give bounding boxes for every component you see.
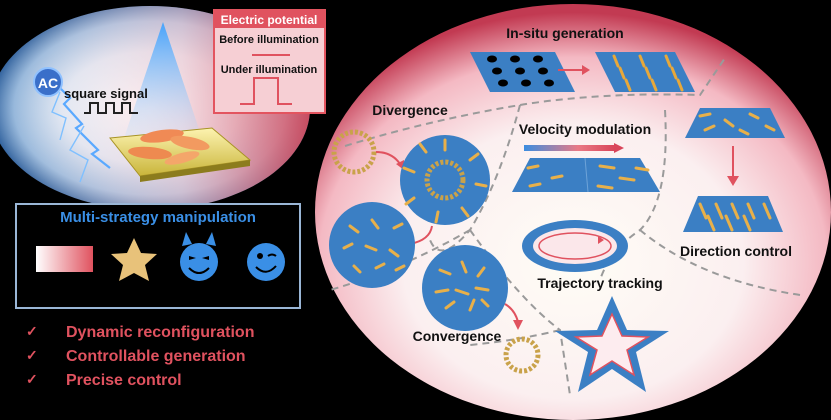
checklist-item: Precise control <box>66 372 182 389</box>
devil-face-icon <box>180 232 218 281</box>
arrow-icon <box>614 143 624 153</box>
strategy-title: Multi-strategy manipulation <box>60 209 256 226</box>
velocity-rods <box>526 164 650 190</box>
converging-rods <box>434 260 490 312</box>
wink-face-icon <box>247 243 285 281</box>
checklist: ✓ Dynamic reconfiguration ✓ Controllable… <box>26 323 254 389</box>
checklist-item: Controllable generation <box>66 348 246 365</box>
signal-label: square signal <box>64 86 148 101</box>
pulse-line-icon <box>240 77 292 105</box>
gradient-bar-icon <box>36 246 93 272</box>
arrow-icon <box>513 320 523 330</box>
rod-ring <box>503 336 541 374</box>
in-situ-panel: In-situ generation <box>470 25 695 92</box>
arrow-icon <box>598 236 604 244</box>
star-track-icon <box>573 312 651 377</box>
divergence-panel: Divergence <box>329 102 490 288</box>
legend-under: Under illumination <box>221 64 318 76</box>
check-icon: ✓ <box>26 347 38 363</box>
velocity-panel: Velocity modulation <box>512 121 660 193</box>
checklist-item: Dynamic reconfiguration <box>66 324 254 341</box>
label-divergence: Divergence <box>372 102 448 118</box>
label-trajectory: Trajectory tracking <box>537 275 662 291</box>
star-icon <box>111 238 157 281</box>
label-velocity: Velocity modulation <box>519 121 651 137</box>
check-icon: ✓ <box>26 323 38 339</box>
arrow-icon <box>582 65 590 75</box>
trajectory-panel: Trajectory tracking <box>522 220 669 392</box>
scattered-rods <box>342 218 406 274</box>
potential-legend: Electric potential Before illumination U… <box>213 9 326 114</box>
lightning-icon <box>53 81 111 169</box>
diverging-rods <box>402 138 488 224</box>
ac-source-icon <box>33 67 63 97</box>
strategy-box: Multi-strategy manipulation <box>15 203 301 309</box>
legend-title: Electric potential <box>221 13 318 27</box>
rod-ring <box>331 129 377 175</box>
light-beam <box>120 22 206 150</box>
square-wave-icon <box>84 102 138 114</box>
convergence-panel: Convergence <box>413 245 541 374</box>
check-icon: ✓ <box>26 371 38 387</box>
arrow-icon <box>727 176 739 186</box>
label-direction: Direction control <box>680 243 792 259</box>
legend-before: Before illumination <box>219 34 319 46</box>
direction-panel: Direction control <box>680 108 792 259</box>
microrods <box>128 129 210 165</box>
label-in-situ: In-situ generation <box>506 25 623 41</box>
ac-label: AC <box>38 75 58 91</box>
label-convergence: Convergence <box>413 328 502 344</box>
